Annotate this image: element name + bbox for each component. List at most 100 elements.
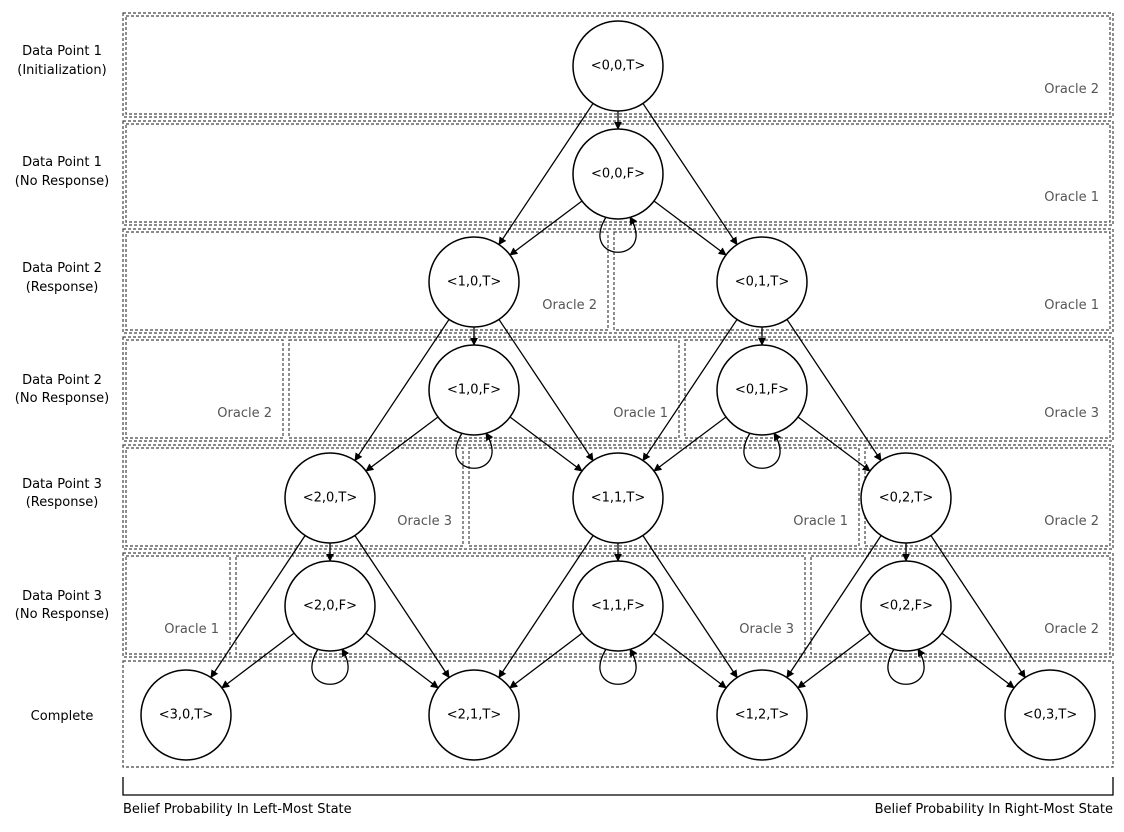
transition-edge (354, 319, 450, 462)
oracle-regions: Oracle 2 Oracle 1 Oracle 2 Oracle 1 Oracle 2… (122, 12, 1114, 768)
row-band-7 (122, 660, 1114, 768)
state-circle (572, 452, 664, 544)
oracle-label: Oracle 2 (1044, 622, 1099, 637)
state-circle (428, 669, 520, 761)
state-circle (572, 20, 664, 112)
state-circle (428, 344, 520, 436)
row-label: Data Point 2 (22, 373, 102, 388)
row-band-1 (122, 12, 1114, 118)
state-label: <1,1,T> (591, 491, 646, 506)
state-node: <3,0,T> (140, 669, 232, 761)
oracle-label: Oracle 3 (739, 622, 794, 637)
row-label: Complete (31, 709, 94, 724)
state-label: <0,3,T> (1023, 708, 1078, 723)
state-node: <1,0,T> (428, 236, 520, 328)
belief-axis: Belief Probability In Left-Most State Be… (122, 777, 1114, 817)
oracle-region (125, 15, 1111, 115)
state-label: <0,1,F> (735, 383, 789, 398)
state-label: <0,2,F> (879, 599, 933, 614)
transition-edges (210, 103, 1026, 689)
row-label: Data Point 1 (22, 155, 102, 170)
transition-edge (797, 416, 871, 472)
row-label: Data Point 3 (22, 477, 102, 492)
axis-left-label: Belief Probability In Left-Most State (123, 802, 352, 817)
transition-edge (210, 535, 306, 679)
state-nodes: <0,0,T> <0,0,F> <1,0,T> <0,1,T> <1,0,F> <0,1,… (140, 20, 1096, 761)
state-label: <3,0,T> (159, 708, 214, 723)
state-label: <0,0,T> (591, 59, 646, 74)
state-circle (716, 344, 808, 436)
self-loop-edge (887, 648, 926, 685)
transition-edge (930, 535, 1026, 679)
oracle-region (288, 339, 680, 439)
state-circle (428, 236, 520, 328)
oracle-region (810, 555, 1111, 655)
oracle-label: Oracle 1 (613, 406, 668, 421)
state-node: <0,3,T> (1004, 669, 1096, 761)
transition-edge (797, 632, 871, 689)
transition-edge (786, 535, 882, 679)
transition-edge (642, 103, 738, 246)
axis-bracket (122, 777, 1114, 796)
transition-edge (941, 632, 1015, 689)
oracle-label: Oracle 2 (1044, 514, 1099, 529)
row-label: (Response) (26, 495, 99, 510)
transition-edge (509, 632, 583, 689)
row-band-4 (122, 336, 1114, 442)
axis-right-label: Belief Probability In Right-Most State (875, 802, 1113, 817)
oracle-label: Oracle 3 (397, 514, 452, 529)
transition-edge (498, 319, 594, 462)
state-node: <1,1,F> (572, 560, 664, 652)
state-node: <0,1,T> (716, 236, 808, 328)
oracle-label: Oracle 1 (1044, 298, 1099, 313)
transition-edge (498, 535, 594, 679)
oracle-label: Oracle 2 (1044, 82, 1099, 97)
transition-edge (786, 319, 882, 462)
state-label: <0,0,F> (591, 167, 645, 182)
transition-edge (642, 319, 738, 462)
state-label: <2,0,F> (303, 599, 357, 614)
oracle-region (468, 447, 860, 547)
oracle-label: Oracle 1 (1044, 190, 1099, 205)
row-label: (No Response) (15, 391, 109, 406)
row-label: (No Response) (15, 174, 109, 189)
state-node: <2,0,F> (284, 560, 376, 652)
transition-edge (509, 416, 583, 472)
oracle-region (235, 555, 806, 655)
state-circle (716, 236, 808, 328)
transition-edge (642, 535, 738, 679)
state-node: <0,0,T> (572, 20, 664, 112)
self-loop-edge (311, 648, 350, 685)
oracle-label: Oracle 1 (164, 622, 219, 637)
state-circle (1004, 669, 1096, 761)
state-label: <2,1,T> (447, 708, 502, 723)
state-node: <2,0,T> (284, 452, 376, 544)
state-label: <1,2,T> (735, 708, 790, 723)
self-loop-edge (743, 432, 782, 469)
oracle-region (125, 339, 284, 439)
row-band-3 (122, 228, 1114, 334)
row-label: Data Point 3 (22, 589, 102, 604)
row-band-5 (122, 444, 1114, 550)
transition-edge (365, 632, 439, 689)
row-label: (No Response) (15, 607, 109, 622)
row-label: (Initialization) (17, 63, 106, 78)
transition-edge (509, 200, 583, 256)
oracle-label: Oracle 2 (217, 406, 272, 421)
state-label: <1,0,F> (447, 383, 501, 398)
state-label: <0,1,T> (735, 275, 790, 290)
state-node: <1,2,T> (716, 669, 808, 761)
self-loop-edge (599, 648, 638, 685)
state-label: <2,0,T> (303, 491, 358, 506)
transition-edge (365, 416, 439, 472)
state-circle (860, 452, 952, 544)
state-label: <1,1,F> (591, 599, 645, 614)
self-loop-edge (455, 432, 494, 469)
transition-edge (498, 103, 594, 246)
state-circle (716, 669, 808, 761)
state-circle (284, 452, 376, 544)
oracle-region (125, 555, 231, 655)
state-circle (284, 560, 376, 652)
row-label: Data Point 1 (22, 44, 102, 59)
